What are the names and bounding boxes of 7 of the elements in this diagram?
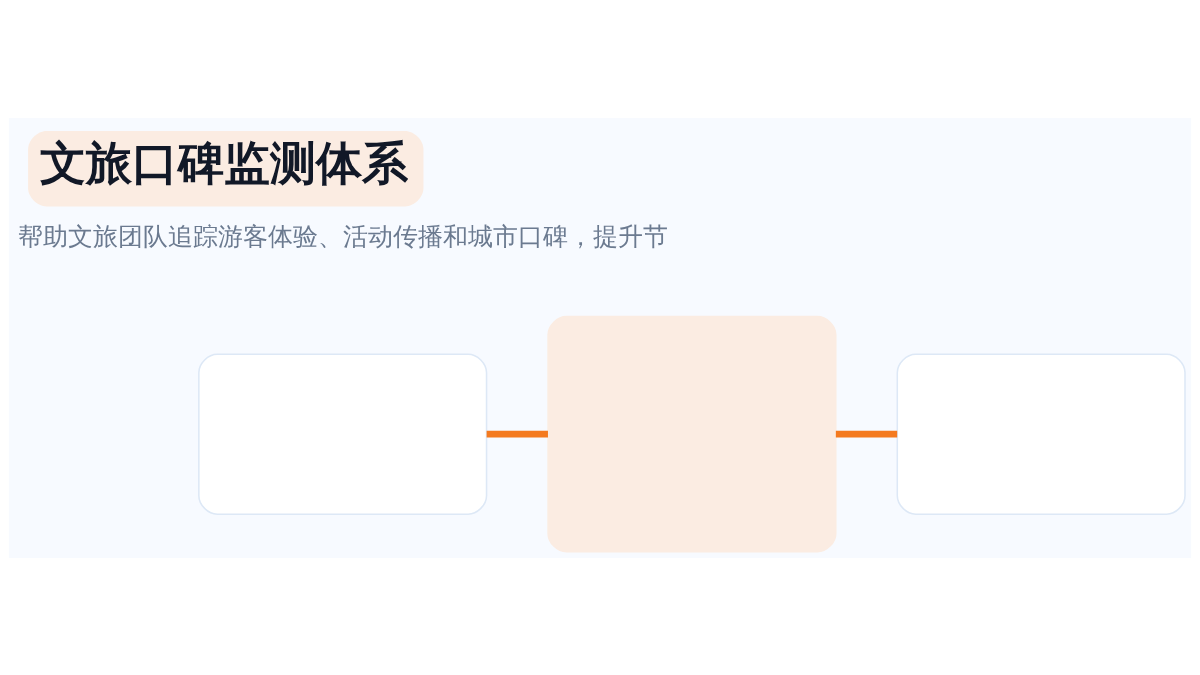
node-box (896, 352, 1186, 515)
diagram-title: 文旅口碑监测体系 (40, 135, 409, 190)
connector (835, 430, 898, 438)
node-box (198, 352, 488, 515)
node-box (547, 315, 837, 553)
connector (486, 430, 548, 438)
label: 帮助文旅团队追踪游客体验、活动传播和城市口碑，提升节 (17, 221, 668, 251)
